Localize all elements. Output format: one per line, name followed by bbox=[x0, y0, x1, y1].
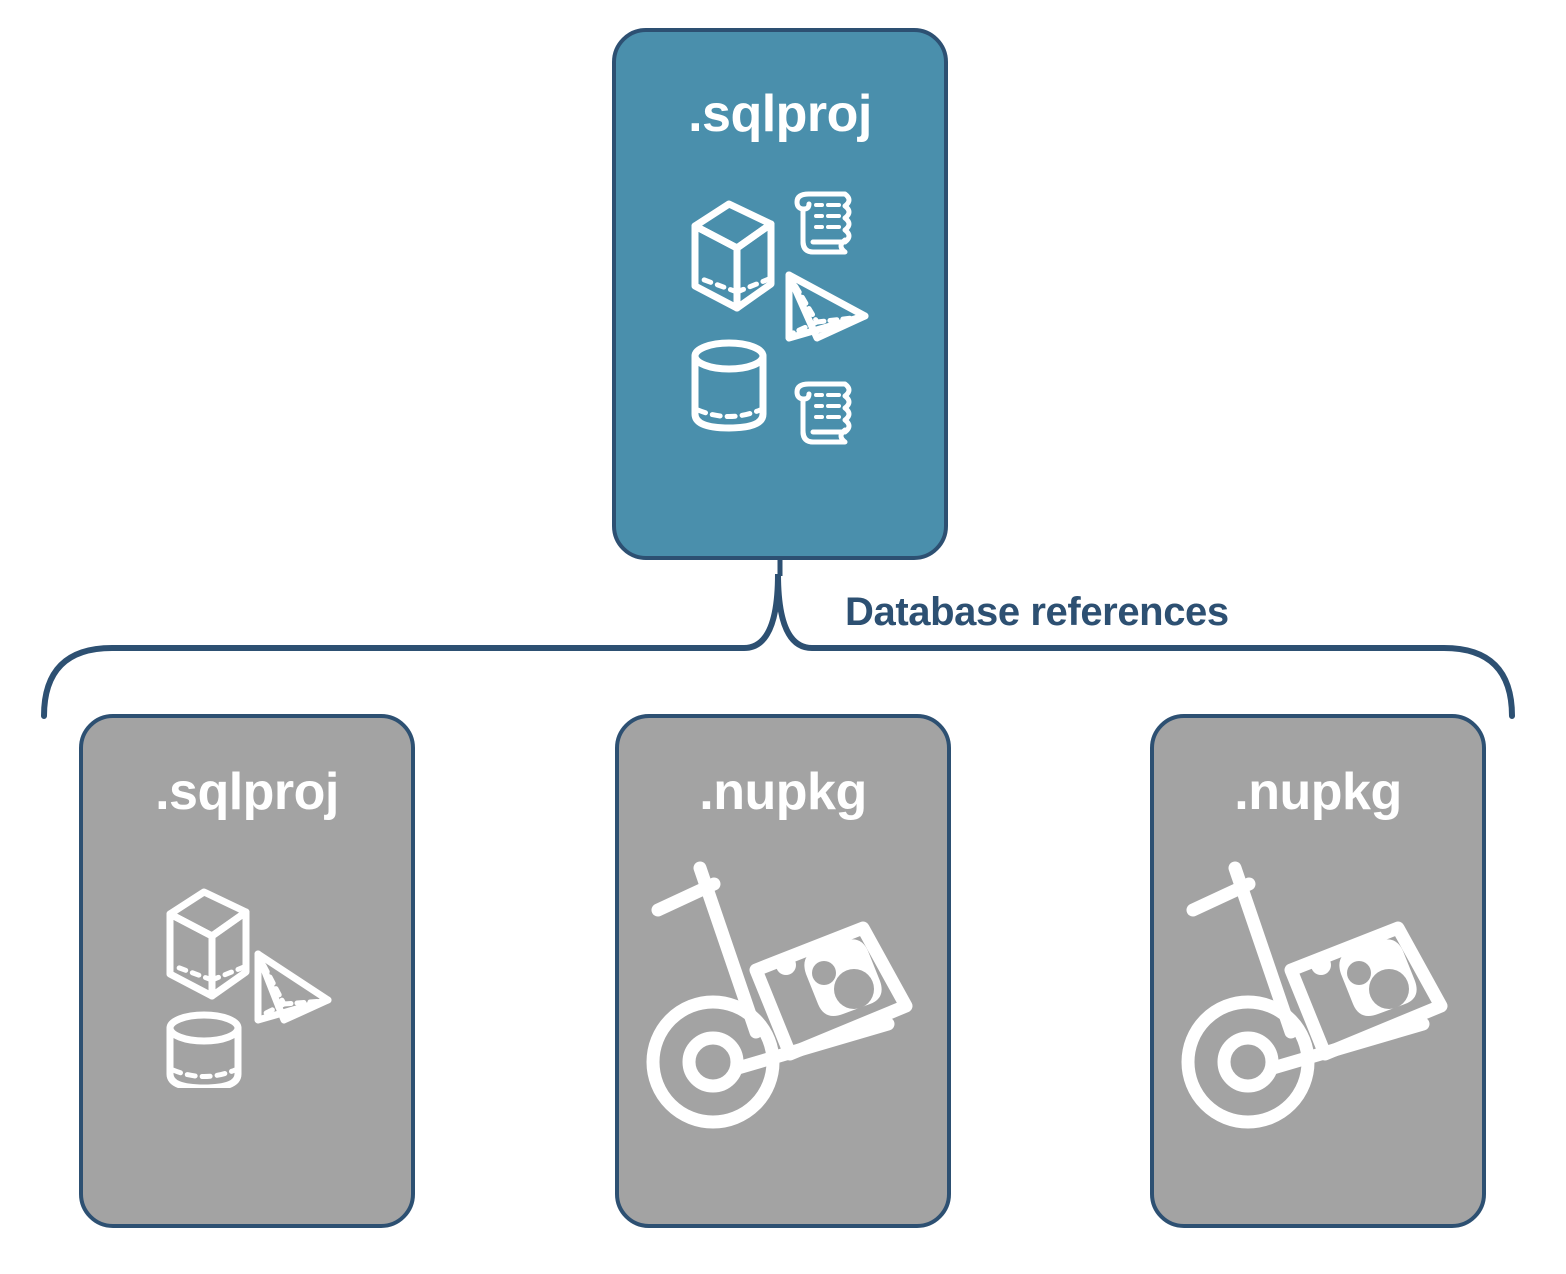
child-node-icon-group bbox=[1154, 858, 1482, 1138]
nuget-hand-truck-icon bbox=[1181, 861, 1430, 1129]
child-node-sqlproj-card[interactable]: .sqlproj bbox=[79, 714, 415, 1228]
bracket-label: Database references bbox=[845, 590, 1229, 634]
pyramid-icon bbox=[785, 271, 869, 342]
cube-icon bbox=[166, 888, 250, 1000]
scroll-icon bbox=[794, 381, 852, 445]
cube-icon bbox=[691, 200, 775, 312]
root-node-title: .sqlproj bbox=[688, 85, 872, 143]
root-node-icon-group bbox=[616, 180, 944, 450]
child-node-title: .sqlproj bbox=[155, 763, 339, 821]
nuget-logo-cutouts bbox=[1347, 961, 1409, 1009]
root-node-sqlproj-card[interactable]: .sqlproj bbox=[612, 28, 948, 560]
cylinder-icon bbox=[166, 1011, 242, 1088]
pyramid-icon bbox=[254, 950, 332, 1024]
package-box bbox=[1284, 921, 1448, 1061]
child-node-title: .nupkg bbox=[699, 763, 867, 821]
child-node-icon-group bbox=[83, 868, 411, 1088]
child-node-nupkg-card[interactable]: .nupkg bbox=[1150, 714, 1486, 1228]
child-node-nupkg-card[interactable]: .nupkg bbox=[615, 714, 951, 1228]
scroll-icon bbox=[794, 191, 852, 255]
cylinder-icon bbox=[691, 339, 767, 432]
child-node-icon-group bbox=[619, 858, 947, 1138]
child-node-title: .nupkg bbox=[1234, 763, 1402, 821]
nuget-logo-cutouts bbox=[812, 961, 874, 1009]
package-box bbox=[749, 921, 913, 1061]
